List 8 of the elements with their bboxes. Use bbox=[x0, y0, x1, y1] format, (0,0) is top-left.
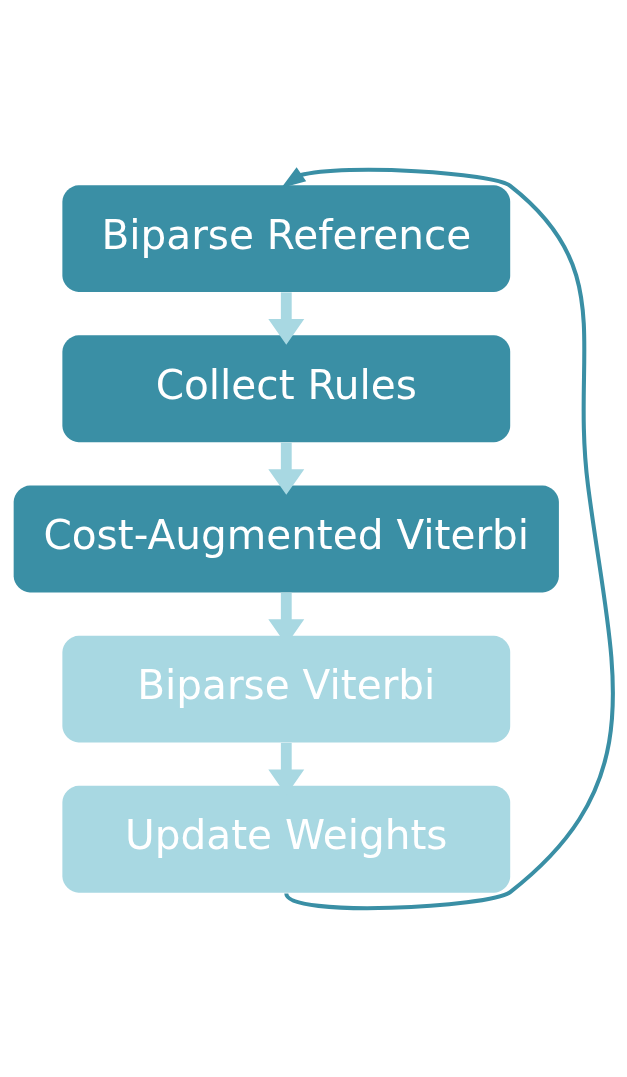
node-box: Update Weights bbox=[62, 785, 511, 893]
node-box: Collect Rules bbox=[62, 334, 511, 442]
arrow bbox=[268, 291, 305, 345]
arrow bbox=[281, 166, 615, 910]
node-box: Biparse Viterbi bbox=[62, 635, 511, 743]
node-box: Biparse Reference bbox=[62, 184, 511, 292]
node-box: Cost-Augmented Viterbi bbox=[13, 485, 559, 592]
arrow bbox=[268, 442, 305, 495]
